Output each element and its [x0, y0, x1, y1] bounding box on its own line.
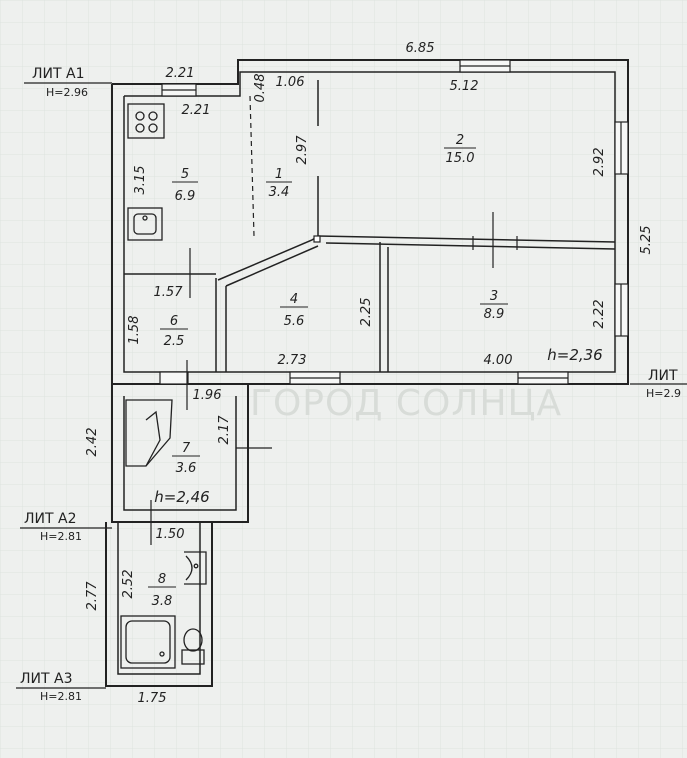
room-number: 2	[456, 133, 464, 148]
dim-room3-bottom: 4.00	[484, 353, 513, 368]
dim-room3-left: 2.25	[359, 298, 374, 327]
dim-top-left-outer: 2.21	[166, 66, 195, 81]
inner-wall-a3	[117, 522, 201, 675]
watermark: ГОРОД СОЛНЦА	[250, 383, 562, 424]
dim-room7-left: 2.42	[85, 428, 100, 457]
room-area: 5.6	[284, 314, 305, 329]
room-5: 5 6.9	[172, 167, 198, 204]
room-area: 6.9	[175, 189, 196, 204]
door-ticks	[150, 212, 518, 545]
marker-label: ЛИТ А1	[32, 66, 85, 82]
dim-room8-left: 2.77	[85, 581, 100, 611]
shower-tray-icon	[120, 615, 176, 669]
dim-room2-right: 2.92	[592, 148, 607, 177]
dim-room8-bottom: 1.75	[138, 691, 167, 706]
marker-height: H=2.9	[646, 387, 681, 400]
room-area: 3.6	[176, 461, 197, 476]
dim-room7-top: 1.96	[193, 388, 222, 403]
column-mark	[313, 235, 321, 243]
dim-corridor-height: 2.97	[295, 135, 310, 165]
room-3: 3 8.9	[480, 289, 508, 322]
room-area: 2.5	[164, 334, 185, 349]
dim-room8-height: 2.52	[121, 570, 136, 599]
marker-height: H=2.81	[40, 530, 82, 543]
room-number: 3	[490, 289, 498, 304]
room-4: 4 5.6	[280, 292, 308, 329]
window-room6-bottom	[159, 371, 189, 385]
room-area: 3.8	[152, 594, 173, 609]
dim-room2-top: 5.12	[450, 79, 479, 94]
room-area: 15.0	[446, 151, 475, 166]
marker-lit-right: ЛИТ H=2.9	[630, 368, 687, 400]
dim-room8-top: 1.50	[156, 527, 185, 542]
room-2: 2 15.0	[444, 133, 476, 166]
outer-wall-a2	[111, 384, 249, 523]
room-8: 8 3.8	[148, 572, 176, 609]
marker-lit-a1: ЛИТ А1 H=2.96	[24, 66, 112, 99]
partition-diagonal-inner	[225, 245, 319, 287]
windows	[159, 59, 629, 385]
room-number: 7	[182, 441, 191, 456]
dim-room4-bottom: 2.73	[278, 353, 307, 368]
marker-height: H=2.81	[40, 690, 82, 703]
room-1: 1 3.4	[266, 167, 292, 200]
marker-label: ЛИТ А2	[24, 511, 77, 527]
ceiling-height-a2: h=2,46	[154, 488, 209, 506]
kitchen-sink-icon	[127, 207, 163, 241]
marker-height: H=2.96	[46, 86, 88, 99]
room-6: 6 2.5	[160, 314, 188, 349]
dim-right-total: 5.25	[639, 226, 654, 255]
dim-kitchen-top: 2.21	[182, 103, 211, 118]
room-number: 8	[158, 572, 166, 587]
partitions	[124, 80, 616, 372]
partition-2-3-inner	[325, 242, 616, 250]
dim-kitchen-height: 3.15	[133, 166, 148, 195]
room-area: 8.9	[484, 307, 505, 322]
inner-wall-a2	[123, 396, 237, 511]
room-7: 7 3.6	[172, 441, 200, 476]
partition-2-3	[317, 235, 616, 243]
dim-top-total: 6.85	[406, 41, 435, 56]
room-number: 6	[170, 314, 178, 329]
dim-corridor-top: 1.06	[276, 75, 305, 90]
dim-room7-height: 2.17	[217, 415, 232, 445]
outer-wall-a3	[105, 522, 213, 687]
room-number: 4	[290, 292, 298, 307]
room-area: 3.4	[269, 185, 290, 200]
dimensions: 6.85 2.21 2.21 1.06 0.48 5.12 2.92 5.25 …	[85, 41, 654, 706]
marker-label: ЛИТ	[648, 368, 678, 384]
room-number: 5	[181, 167, 189, 182]
marker-label: ЛИТ А3	[20, 671, 73, 687]
dim-room6-height: 1.58	[127, 316, 142, 345]
marker-lit-a2: ЛИТ А2 H=2.81	[20, 511, 112, 543]
dim-door-gap: 0.48	[253, 74, 268, 103]
boiler-icon	[125, 399, 173, 467]
washbasin-icon	[184, 551, 207, 585]
dim-room6-width: 1.57	[154, 285, 184, 300]
inner-wall-main	[123, 71, 616, 373]
fixtures	[120, 103, 207, 669]
toilet-icon	[181, 628, 205, 665]
room-number: 1	[275, 167, 283, 182]
dim-room3-right: 2.22	[592, 300, 607, 329]
stove-icon	[127, 103, 165, 139]
ceiling-height-main: h=2,36	[547, 346, 602, 364]
marker-lit-a3: ЛИТ А3 H=2.81	[16, 671, 106, 703]
